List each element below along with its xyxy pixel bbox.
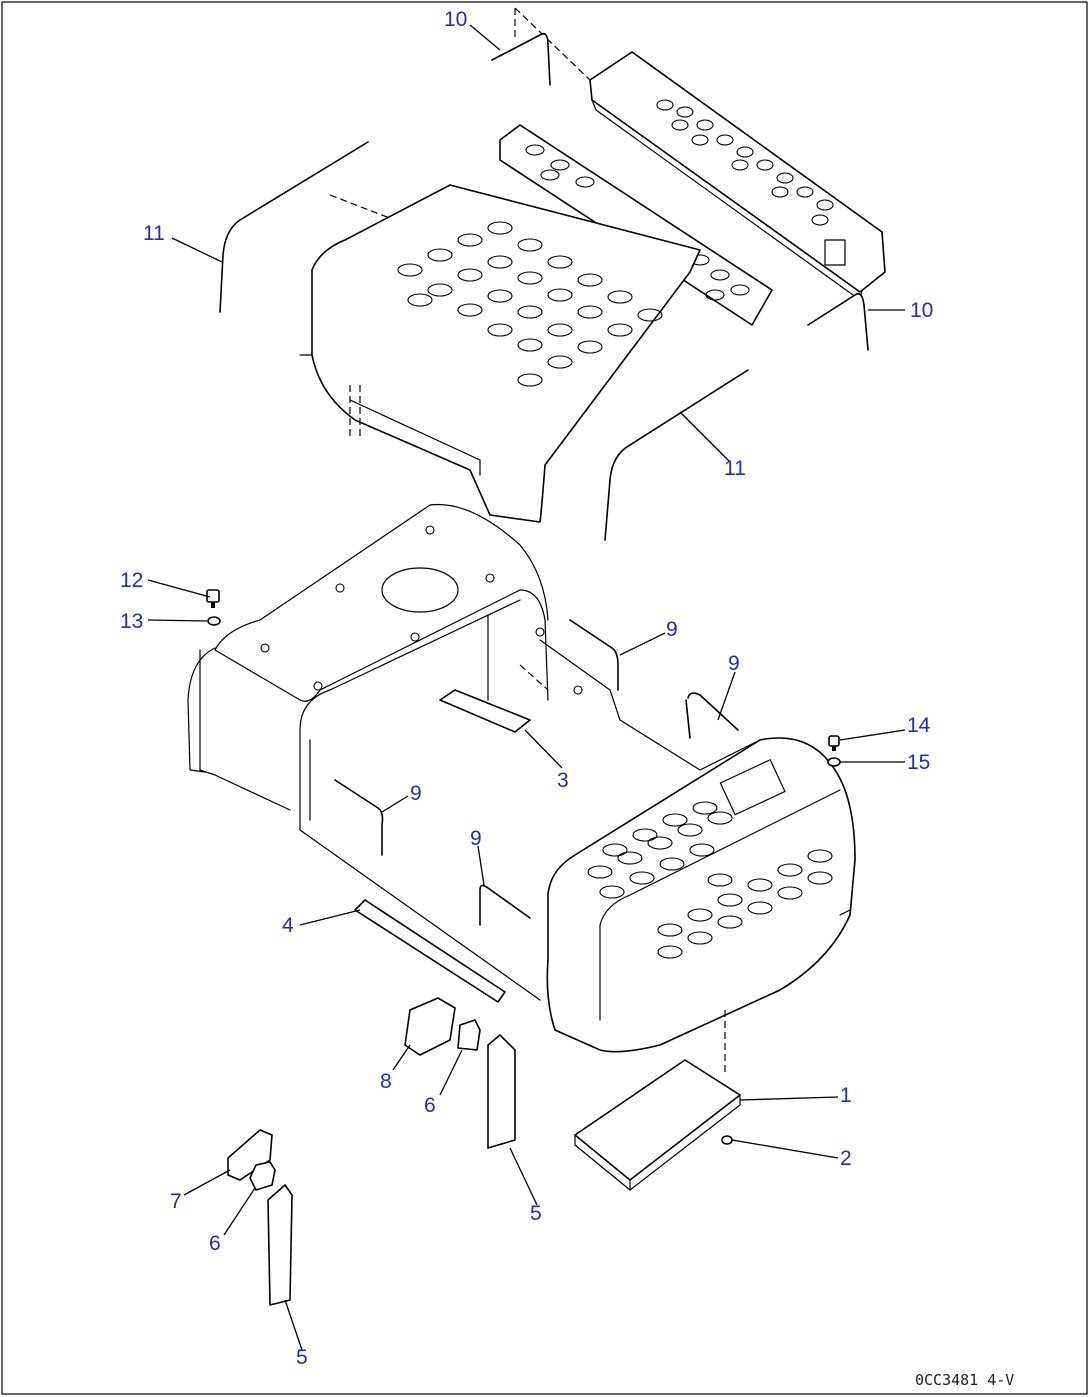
weather-strip-9-b [685, 692, 739, 739]
leader-lines [147, 24, 906, 1351]
washer-2 [721, 1135, 733, 1145]
weather-strip-10-upper [491, 32, 551, 86]
top-main-cover [299, 184, 701, 523]
callout-14: 14 [907, 714, 931, 737]
callout-11-lower: 11 [724, 457, 746, 480]
callout-8: 8 [380, 1070, 392, 1093]
weather-strip-9-d [479, 884, 531, 926]
bolt-14 [828, 735, 840, 751]
pad-5-left [267, 1184, 293, 1306]
bolt-12 [206, 589, 220, 608]
weather-strip-11-lower [604, 369, 749, 541]
washer-15 [827, 757, 841, 767]
side-cover-right [546, 737, 856, 1053]
engine-hood-frame [187, 503, 761, 1001]
callout-15: 15 [907, 751, 930, 774]
mat-1 [574, 1010, 741, 1191]
callout-9-a: 9 [666, 618, 678, 641]
callout-11-upper: 11 [143, 222, 165, 245]
callout-12: 12 [120, 569, 143, 592]
cover-vent-holes [397, 221, 663, 387]
callout-4: 4 [282, 914, 294, 937]
callout-5-right: 5 [530, 1202, 542, 1225]
callout-13: 13 [120, 610, 143, 633]
weather-strip-9-a [569, 619, 619, 691]
top-middle-grille [329, 124, 773, 326]
block-8 [404, 997, 456, 1056]
top-rear-cover [514, 7, 886, 301]
callout-10-upper: 10 [444, 8, 467, 31]
callout-6-upper: 6 [424, 1094, 436, 1117]
callout-labels: 10 11 10 11 12 13 9 9 14 15 3 9 9 4 1 2 … [120, 8, 933, 1369]
drawing-code: 0CC3481 4-V [915, 1371, 1014, 1389]
pad-5-right [487, 1034, 516, 1149]
callout-7: 7 [170, 1190, 182, 1213]
block-6-upper [457, 1019, 481, 1051]
callout-9-c: 9 [410, 782, 422, 805]
weather-strip-9-c [334, 779, 384, 856]
block-7 [227, 1129, 273, 1181]
callout-6-lower: 6 [209, 1232, 221, 1255]
side-cover-vent-holes [587, 801, 833, 959]
weather-strip-10-lower [807, 292, 869, 351]
seal-4 [354, 899, 506, 1003]
washer-13 [207, 616, 221, 626]
callout-9-d: 9 [470, 827, 482, 850]
callout-3: 3 [557, 769, 569, 792]
weather-strip-11-upper [219, 141, 369, 313]
callout-1: 1 [840, 1084, 852, 1107]
callout-9-b: 9 [728, 652, 740, 675]
block-6-lower [249, 1161, 276, 1191]
plate-3 [439, 689, 531, 733]
callout-10-lower: 10 [910, 299, 933, 322]
callout-5-left: 5 [296, 1346, 308, 1369]
callout-2: 2 [840, 1147, 852, 1170]
